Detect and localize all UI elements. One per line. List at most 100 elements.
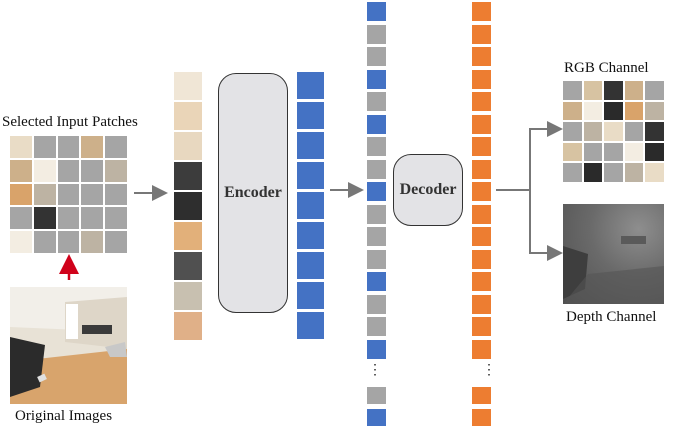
gray-token — [367, 249, 386, 269]
orange-token — [472, 317, 491, 336]
orange-token — [472, 92, 491, 111]
gray-token — [367, 227, 386, 246]
image-patch — [33, 183, 56, 206]
image-patch — [583, 163, 603, 182]
orange-token — [472, 2, 491, 21]
masked-patch — [624, 122, 644, 141]
orange-token — [472, 339, 491, 359]
blue-token — [297, 102, 324, 129]
blue-token — [367, 339, 386, 359]
image-patch — [583, 81, 603, 100]
blue-token — [367, 272, 386, 291]
masked-patch — [81, 207, 104, 230]
gray-token — [367, 204, 386, 224]
orange-token — [472, 159, 491, 179]
input-patch — [174, 252, 202, 280]
image-patch — [604, 81, 623, 100]
gray-token — [367, 317, 386, 336]
encoder-block: Encoder — [218, 73, 288, 313]
image-patch — [645, 122, 664, 141]
image-patch — [10, 136, 32, 158]
input-patch — [174, 192, 202, 220]
blue-token — [297, 162, 324, 189]
masked-patch — [105, 183, 127, 206]
orange-token — [472, 227, 491, 246]
rgb-channel-label: RGB Channel — [564, 60, 649, 76]
masked-patch — [604, 142, 623, 162]
gray-token — [367, 92, 386, 111]
blue-token — [297, 132, 324, 159]
selected-patches-grid — [10, 136, 127, 253]
image-patch — [105, 159, 127, 182]
arrow-to-depth — [529, 190, 563, 261]
decoder-block: Decoder — [393, 154, 463, 226]
masked-patch — [57, 159, 80, 182]
blue-token — [297, 312, 324, 339]
arrow-to-rgb — [529, 121, 563, 190]
masked-patch — [645, 81, 664, 100]
blue-token — [367, 409, 386, 426]
input-patch — [174, 312, 202, 340]
orange-token — [472, 114, 491, 134]
image-patch — [81, 136, 104, 158]
masked-patch — [105, 207, 127, 230]
image-patch — [604, 122, 623, 141]
image-patch — [624, 81, 644, 100]
masked-patch — [604, 163, 623, 182]
gray-token — [367, 294, 386, 314]
masked-patch — [583, 142, 603, 162]
masked-patch — [105, 231, 127, 253]
blue-token — [297, 252, 324, 279]
original-room-image — [10, 287, 127, 404]
gray-token — [367, 387, 386, 404]
image-patch — [645, 101, 664, 121]
masked-patch — [81, 159, 104, 182]
gray-token — [367, 24, 386, 44]
masked-patch — [33, 231, 56, 253]
orange-token — [472, 204, 491, 224]
orange-ellipsis: ⋮ — [482, 363, 496, 378]
image-patch — [624, 142, 644, 162]
image-patch — [10, 183, 32, 206]
image-patch — [33, 207, 56, 230]
orange-token — [472, 69, 491, 89]
image-patch — [10, 231, 32, 253]
depth-channel-image — [563, 204, 664, 304]
blue-token — [367, 182, 386, 201]
orange-token — [472, 249, 491, 269]
masked-patch — [563, 163, 582, 182]
mid-ellipsis: ⋮ — [368, 363, 382, 378]
orange-token — [472, 294, 491, 314]
input-patch — [174, 162, 202, 190]
masked-patch — [105, 136, 127, 158]
blue-token — [367, 114, 386, 134]
blue-token — [297, 222, 324, 249]
image-patch — [563, 101, 582, 121]
masked-patch — [563, 81, 582, 100]
blue-token — [297, 192, 324, 219]
image-patch — [10, 159, 32, 182]
input-patch — [174, 222, 202, 250]
masked-patch — [81, 183, 104, 206]
encoder-label: Encoder — [224, 184, 282, 201]
image-patch — [604, 101, 623, 121]
image-patch — [645, 142, 664, 162]
input-patch — [174, 102, 202, 130]
original-images-label: Original Images — [15, 408, 113, 424]
selected-patches-label: Selected Input Patches — [2, 114, 138, 130]
blue-token — [367, 69, 386, 89]
rgb-channel-grid — [563, 81, 664, 182]
input-patch — [174, 132, 202, 160]
image-patch — [645, 163, 664, 182]
masked-patch — [563, 122, 582, 141]
image-patch — [583, 122, 603, 141]
masked-patch — [57, 231, 80, 253]
orange-token — [472, 409, 491, 426]
input-patch — [174, 282, 202, 310]
blue-token — [297, 72, 324, 99]
orange-token — [472, 182, 491, 201]
gray-token — [367, 47, 386, 66]
image-patch — [624, 101, 644, 121]
